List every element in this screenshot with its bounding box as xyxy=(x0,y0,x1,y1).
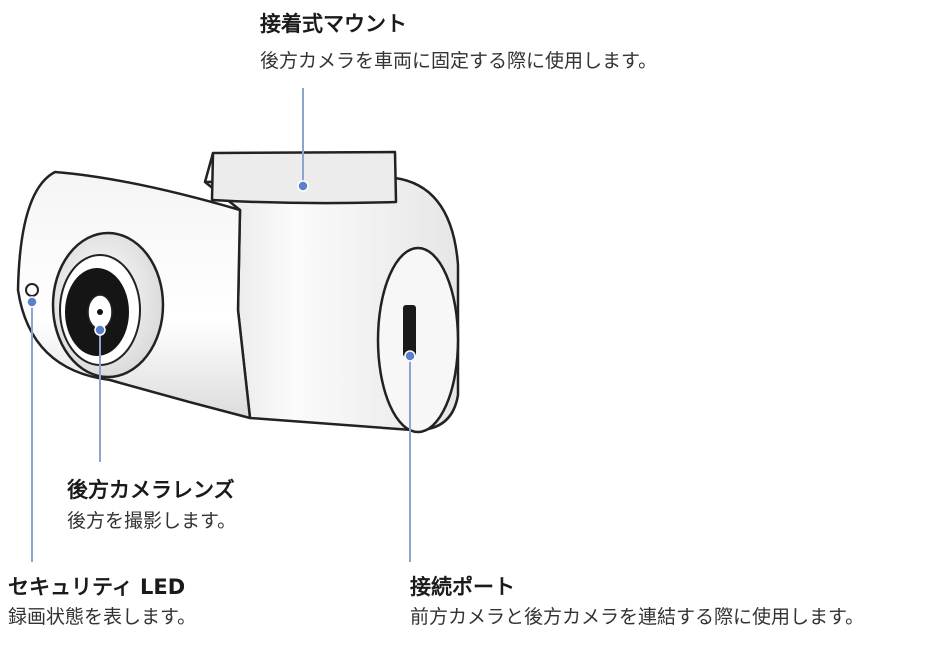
mount-leader-dot xyxy=(297,180,309,192)
port-leader-dot xyxy=(404,350,416,362)
led-leader-dot xyxy=(26,296,38,308)
port-side-disc xyxy=(376,246,460,434)
mount-title: 接着式マウント xyxy=(260,12,407,36)
connection-port xyxy=(403,305,416,357)
security-led-title: セキュリティ LED xyxy=(8,575,186,599)
port-title: 接続ポート xyxy=(410,575,515,599)
mount-edge xyxy=(203,152,215,183)
lens-description: 後方を撮影します。 xyxy=(67,510,237,532)
lens-title: 後方カメラレンズ xyxy=(67,478,235,502)
port-description: 前方カメラと後方カメラを連結する際に使用します。 xyxy=(410,606,865,628)
security-led xyxy=(25,283,39,297)
security-led-description: 録画状態を表します。 xyxy=(8,606,197,628)
mount-description: 後方カメラを車両に固定する際に使用します。 xyxy=(260,50,658,72)
lens-center xyxy=(97,309,103,315)
lens-leader-dot xyxy=(94,324,106,336)
